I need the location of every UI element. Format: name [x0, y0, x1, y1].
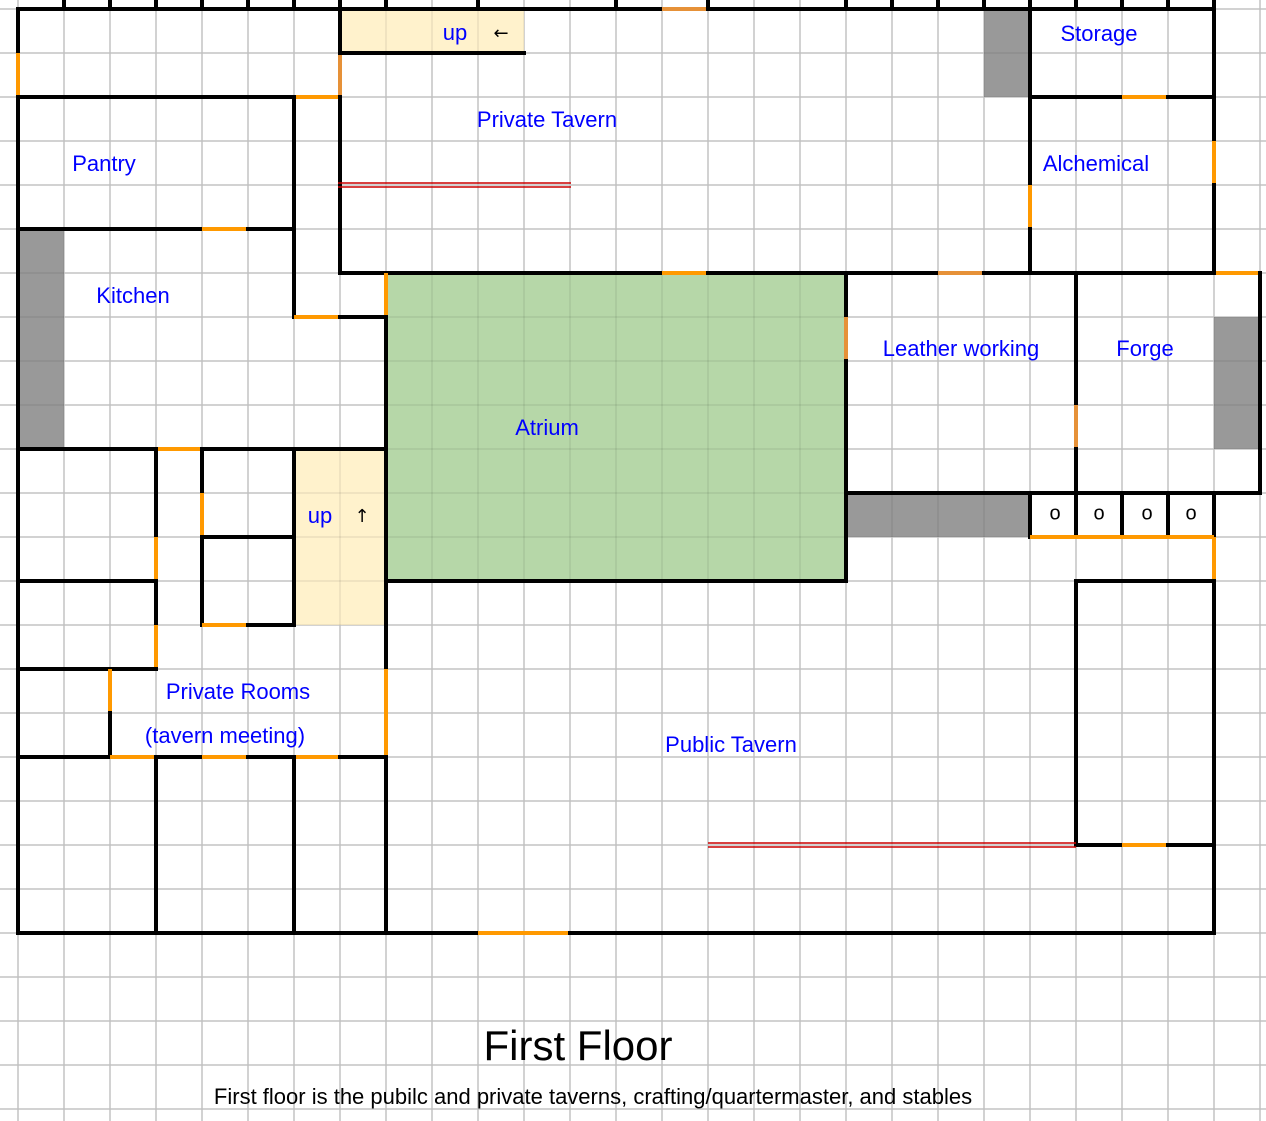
stall-marker: o — [1185, 502, 1196, 524]
room-label-alchemical: Alchemical — [1043, 151, 1149, 176]
kitchen-hearth — [18, 229, 64, 449]
stairs-area — [294, 449, 386, 625]
room-label-public-tavern: Public Tavern — [665, 732, 797, 757]
room-label-forge: Forge — [1116, 336, 1173, 361]
room-label-private-rooms: Private Rooms — [166, 679, 310, 704]
forge-hearth — [1214, 317, 1260, 449]
atrium-floor — [386, 273, 846, 581]
room-label-leather-working: Leather working — [883, 336, 1040, 361]
room-label-private-rooms-note: (tavern meeting) — [145, 723, 305, 748]
arrow-up-icon: ↑ — [354, 506, 369, 527]
room-label-kitchen: Kitchen — [96, 283, 169, 308]
room-label-private-tavern: Private Tavern — [477, 107, 617, 132]
walls — [16, 0, 1262, 935]
room-label-atrium: Atrium — [515, 415, 579, 440]
storage-fixture — [984, 9, 1030, 97]
stairs-area — [340, 9, 524, 53]
stairs-up-label: up — [308, 503, 332, 528]
stairs-up-label: up — [443, 20, 467, 45]
stall-marker: o — [1093, 502, 1104, 524]
stall-marker: o — [1141, 502, 1152, 524]
room-label-storage: Storage — [1060, 21, 1137, 46]
page-title: First Floor — [484, 1022, 673, 1069]
room-label-pantry: Pantry — [72, 151, 136, 176]
arrow-left-icon: ← — [493, 23, 508, 44]
stall-marker: o — [1049, 502, 1060, 524]
stable-fixture — [846, 493, 1030, 537]
page-subtitle: First floor is the pubilc and private ta… — [214, 1084, 972, 1109]
